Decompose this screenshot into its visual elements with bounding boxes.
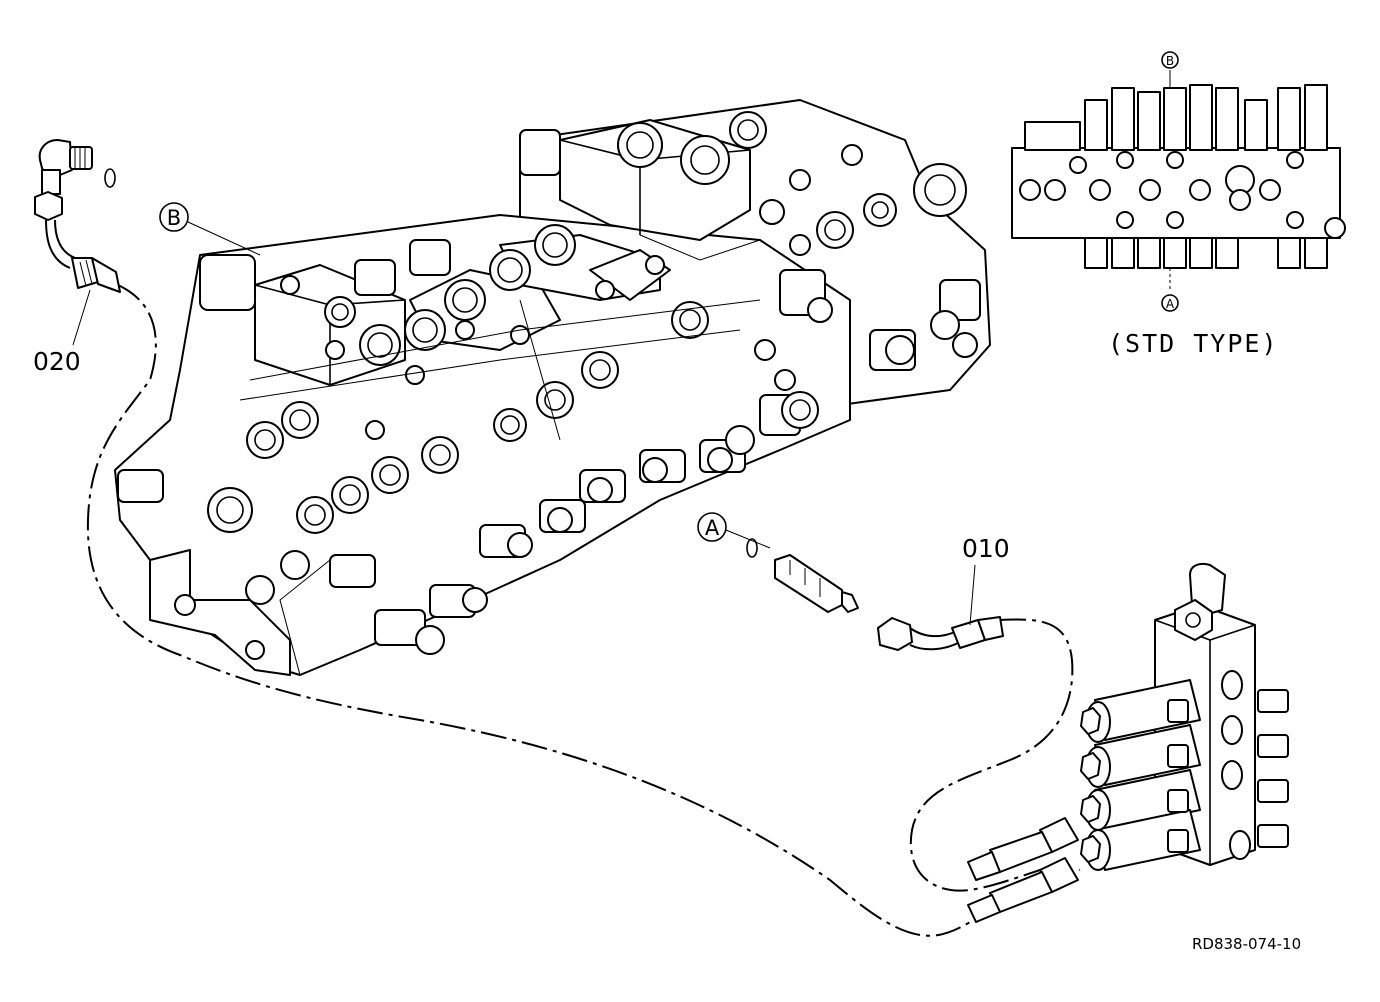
hose-route-010 — [909, 618, 1074, 892]
inset-callout-b: B — [1161, 51, 1179, 69]
solenoid-valve-block — [967, 562, 1289, 923]
std-type-inset — [1011, 70, 1346, 292]
callout-a: A — [697, 512, 727, 542]
hose-010-fittings — [746, 538, 1004, 651]
inset-callout-a: A — [1161, 294, 1179, 312]
callout-a-letter: A — [705, 516, 720, 540]
inset-caption: (STD TYPE) — [1108, 329, 1279, 358]
callout-b-letter: B — [167, 206, 181, 230]
block-side-fittings — [1221, 670, 1289, 860]
solenoid-coils — [1080, 679, 1201, 871]
inset-callout-b-letter: B — [1166, 54, 1174, 68]
valve-ports — [174, 111, 978, 660]
control-valve-assembly — [114, 99, 991, 676]
callout-b: B — [159, 202, 189, 232]
hose-route-020 — [86, 284, 1081, 937]
drawing-number: RD838-074-10 — [1192, 935, 1301, 953]
inset-callout-a-letter: A — [1166, 297, 1175, 311]
part-number-020: 020 — [33, 347, 81, 376]
hose-020-fittings — [34, 139, 121, 293]
part-number-010: 010 — [962, 534, 1010, 563]
block-hose-ends — [967, 817, 1079, 923]
leader-lines — [72, 221, 976, 626]
